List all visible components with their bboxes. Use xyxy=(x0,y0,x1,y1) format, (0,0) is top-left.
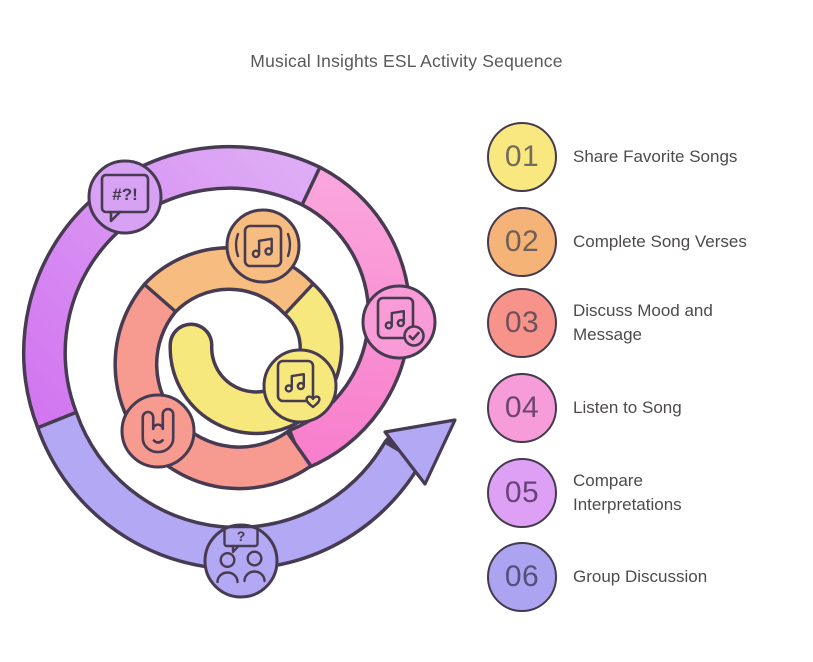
arrow-head-icon xyxy=(383,418,457,486)
step-row-3: 03 Discuss Mood and Message xyxy=(487,287,713,359)
step-number: 05 xyxy=(504,476,540,509)
step-number: 01 xyxy=(504,140,540,173)
step-row-4: 04 Listen to Song xyxy=(487,372,682,444)
step-number-badge: 04 xyxy=(487,373,557,443)
step-number-badge: 01 xyxy=(487,122,557,192)
speech-glyph: #?! xyxy=(112,185,138,204)
step-label: Listen to Song xyxy=(573,397,682,417)
music-note-glyph xyxy=(284,373,306,393)
group-question-icon: ? xyxy=(203,523,279,599)
segment-divider xyxy=(300,166,322,206)
music-heart-icon xyxy=(262,348,338,424)
step-number: 02 xyxy=(504,225,540,258)
horns-gesture-glyph xyxy=(141,407,175,454)
rock-hand-icon xyxy=(120,393,196,469)
hash-question-speech-icon: #?! xyxy=(87,159,163,235)
step-row-2: 02 Complete Song Verses xyxy=(487,206,747,278)
segment-divider xyxy=(285,431,313,467)
people-glyph xyxy=(216,550,266,584)
step-row-6: 06 Group Discussion xyxy=(487,541,707,613)
step-label: Share Favorite Songs xyxy=(573,146,738,166)
music-check-icon xyxy=(361,284,437,360)
segment-divider xyxy=(142,282,178,314)
heart-glyph xyxy=(305,395,321,409)
activity-spiral-diagram: #?! xyxy=(21,144,457,599)
music-album-icon xyxy=(225,208,301,284)
step-label: Complete Song Verses xyxy=(573,231,747,251)
segment-divider xyxy=(36,410,78,430)
step-number: 04 xyxy=(504,391,540,424)
step-row-5: 05 Compare Interpretations xyxy=(487,457,682,529)
page-title: Musical Insights ESL Activity Sequence xyxy=(250,51,563,71)
step-number-badge: 02 xyxy=(487,207,557,277)
step-number-badge: 06 xyxy=(487,542,557,612)
step-number-badge: 03 xyxy=(487,288,557,358)
step-number-badge: 05 xyxy=(487,458,557,528)
segment-dividers xyxy=(36,166,322,467)
question-glyph: ? xyxy=(237,528,246,544)
check-glyph xyxy=(408,331,420,341)
step-number: 03 xyxy=(504,306,540,339)
music-note-glyph xyxy=(384,310,406,330)
step-number: 06 xyxy=(504,560,540,593)
step-label: Group Discussion xyxy=(573,566,708,586)
step-row-1: 01 Share Favorite Songs xyxy=(487,121,737,193)
segment-divider xyxy=(283,282,315,316)
spiral-segment-step2-orange xyxy=(146,249,313,313)
step-label: Discuss Mood and Message xyxy=(573,300,713,344)
music-note-glyph xyxy=(251,237,273,259)
step-label: Compare Interpretations xyxy=(573,470,682,514)
spiral-tip xyxy=(172,326,210,364)
